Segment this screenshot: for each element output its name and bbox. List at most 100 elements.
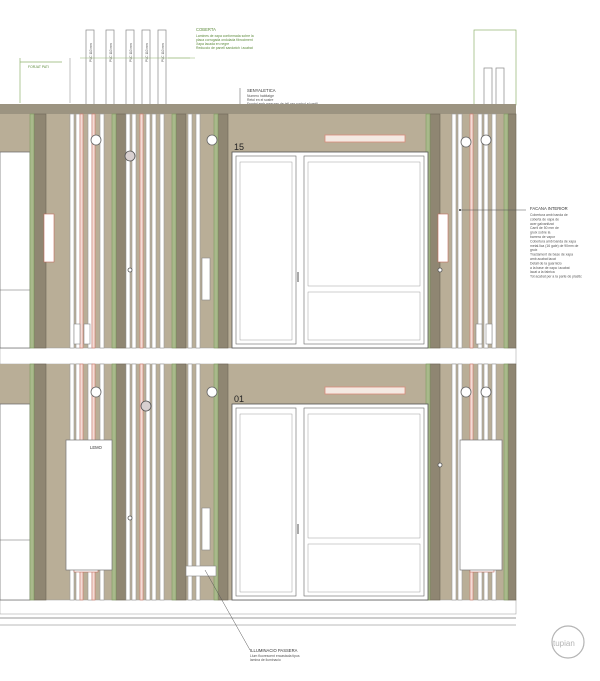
- cobertura-line-4: Reduccio de panell sandwich i acabat: [196, 46, 253, 50]
- facana-line: Tot acabat per a la parte de plastic: [530, 275, 582, 279]
- riser-pipe: [159, 113, 165, 349]
- top-annotations: FORJAT PATI PVC 110 mm PVC 110 mm PVC 11…: [19, 27, 517, 140]
- riser-pipe: [195, 113, 201, 349]
- riser-pipe: [139, 363, 144, 601]
- lemo-label: LEMO: [90, 445, 103, 450]
- riser-pipe: [475, 323, 483, 345]
- facana-line: Carril de 50 mm de: [530, 226, 559, 230]
- riser-pipe: [145, 363, 151, 601]
- floor-number-upper: 15: [234, 142, 244, 152]
- lluminacio-title: ILLUMINACIO PASSERA: [250, 648, 298, 653]
- riser-pipe: [111, 113, 117, 349]
- riser-pipe: [83, 323, 91, 345]
- senyaletica-title: SENYALETICA: [247, 88, 276, 93]
- facana-line: gruix sobre la: [530, 231, 550, 235]
- pipe-fitting: [437, 462, 443, 468]
- door-upper: 15: [231, 134, 429, 349]
- riser-pipe: [217, 113, 229, 349]
- riser-pipe: [491, 113, 497, 349]
- lluminacio-line-2: lamina de iluminacio: [250, 658, 281, 662]
- riser-pipe: [507, 363, 517, 601]
- riser-pipe: [185, 565, 217, 577]
- riser-pipe: [29, 363, 35, 601]
- riser-pipe: [69, 113, 75, 349]
- riser-pipe: [43, 213, 55, 263]
- riser-pipe: [429, 363, 441, 601]
- riser-pipe: [115, 363, 127, 601]
- riser-pipe: [503, 363, 509, 601]
- riser-pipe: [87, 113, 93, 349]
- riser-pipe: [91, 113, 96, 349]
- riser-pipe: [217, 363, 229, 601]
- riser-pipe: [451, 363, 457, 601]
- riser-pipe: [457, 113, 463, 349]
- lemo-box: LEMO: [65, 439, 503, 571]
- facana-annotation: FACANA INTERIOR Cobertura amb banda deco…: [459, 206, 582, 279]
- riser-pipe: [213, 363, 219, 601]
- riser-pipe: [485, 323, 493, 345]
- cobertura-line-2: placa corrugada ondulada fibrociment: [196, 38, 253, 42]
- riser-pipe: [201, 257, 211, 301]
- riser-pipe: [145, 113, 151, 349]
- riser-pipe: [75, 113, 81, 349]
- riser-pipe: [111, 363, 117, 601]
- riser-pipe: [469, 113, 474, 349]
- riser-pipe: [29, 113, 35, 349]
- riser-label-1: PVC 110 mm: [89, 43, 93, 62]
- facana-line: Detall de la guarnicio: [530, 261, 562, 265]
- watermark-logo: tupian: [551, 625, 585, 659]
- pipe-fitting: [127, 515, 133, 521]
- cobertura-title: COBERTA: [196, 27, 216, 32]
- pipe-fitting: [480, 386, 492, 398]
- riser-pipe: [503, 113, 509, 349]
- riser-pipe: [171, 113, 177, 349]
- riser-pipe: [195, 363, 201, 601]
- riser-pipe: [171, 363, 177, 601]
- riser-tops: PVC 110 mm PVC 110 mm PVC 110 mm PVC 110…: [80, 29, 190, 106]
- facana-title: FACANA INTERIOR: [530, 206, 568, 211]
- cobertura-line-1: Lamines de xapa conformada sobre la: [196, 34, 254, 38]
- facana-line: coberta de xapa de: [530, 217, 559, 221]
- riser-pipe: [151, 363, 157, 601]
- riser-pipe: [201, 507, 211, 551]
- riser-label-3: PVC 110 mm: [129, 43, 133, 62]
- riser-label-5: PVC 110 mm: [161, 43, 165, 62]
- riser-pipe: [451, 113, 457, 349]
- riser-pipe: [187, 363, 193, 601]
- pipe-fitting: [460, 136, 472, 148]
- riser-pipe: [131, 363, 137, 601]
- facana-line: Cobertura amb banda de xapa: [530, 239, 576, 243]
- riser-pipe: [125, 363, 131, 601]
- pipe-fitting: [206, 134, 218, 146]
- senyaletica-line-1: Numero habitatge: [247, 94, 274, 98]
- lluminacio-line-1: Llum fluorescent encastada tipus: [250, 654, 300, 658]
- facana-line: a la base de xapa i acabat: [530, 266, 570, 270]
- riser-pipe: [33, 363, 47, 601]
- riser-label-4: PVC 110 mm: [145, 43, 149, 62]
- riser-pipe: [483, 113, 489, 349]
- facana-line: amb acabat lacat: [530, 257, 556, 261]
- riser-pipe: [99, 113, 105, 349]
- facana-line: Cobertura amb banda de: [530, 213, 568, 217]
- facana-line: Tractament de base de xapa: [530, 253, 573, 257]
- riser-pipe: [79, 113, 84, 349]
- riser-pipe: [159, 363, 165, 601]
- riser-pipe: [131, 113, 137, 349]
- riser-pipe: [437, 213, 449, 263]
- riser-pipe: [139, 113, 144, 349]
- riser-pipe: [477, 113, 483, 349]
- pipe-fitting: [140, 400, 152, 412]
- facana-line: acer galvanitzat: [530, 222, 554, 226]
- pipe-fitting: [437, 267, 443, 273]
- pipe-fitting: [124, 150, 136, 162]
- riser-label-2: PVC 110 mm: [109, 43, 113, 62]
- riser-pipe: [175, 363, 187, 601]
- lluminacio-annotation: ILLUMINACIO PASSERA Llum fluorescent enc…: [204, 569, 300, 662]
- riser-pipe: [73, 323, 81, 345]
- riser-pipe: [507, 113, 517, 349]
- facana-line: gruix: [530, 248, 538, 252]
- watermark-text: tupian: [553, 639, 575, 648]
- door-lower: 01: [231, 386, 429, 601]
- riser-pipe: [151, 113, 157, 349]
